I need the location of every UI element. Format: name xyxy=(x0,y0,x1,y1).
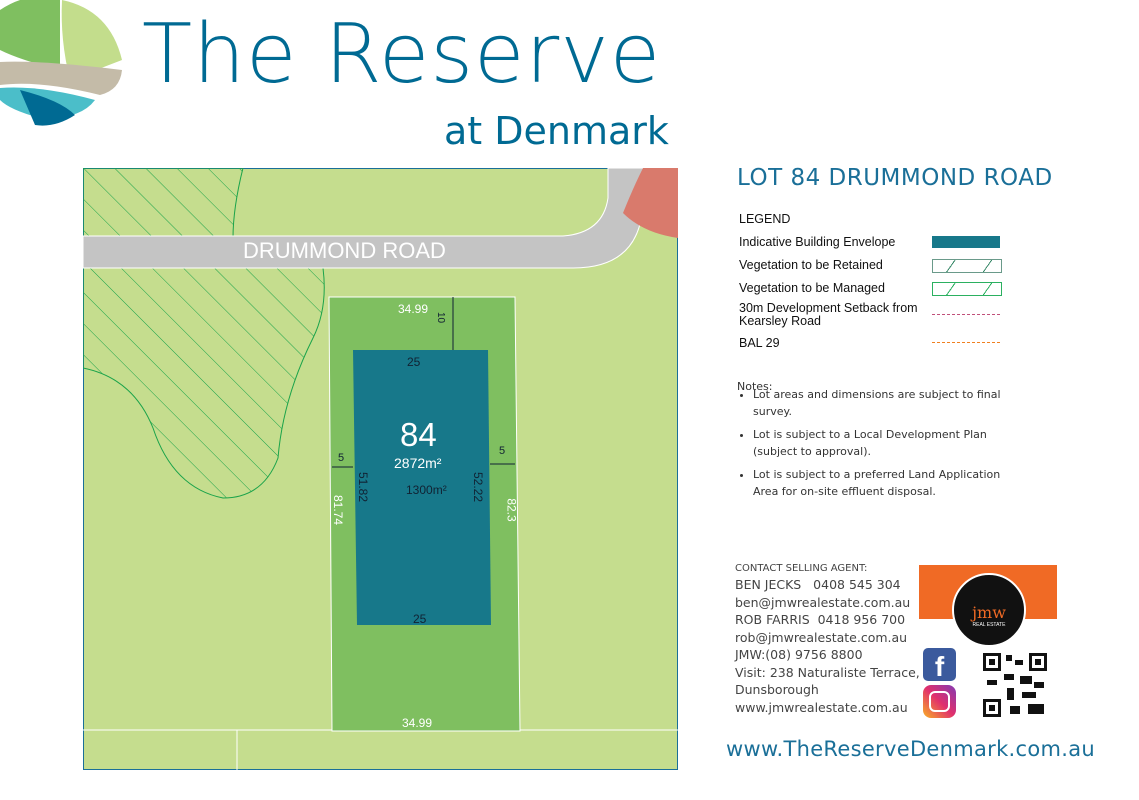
env-top: 25 xyxy=(407,355,421,369)
lot-number: 84 xyxy=(400,416,437,453)
legend-title: LEGEND xyxy=(739,212,791,226)
contact-block: CONTACT SELLING AGENT: BEN JECKS 0408 54… xyxy=(735,562,920,716)
agency-logo: jmw REAL ESTATE xyxy=(952,573,1026,647)
note-item: Lot areas and dimensions are subject to … xyxy=(753,386,1003,420)
legend-swatch-retained xyxy=(932,259,1002,273)
legend-label: 30m Development Setback from Kearsley Ro… xyxy=(739,301,918,328)
agent-ben: BEN JECKS 0408 545 304 xyxy=(735,577,901,592)
agency-logo-sub: REAL ESTATE xyxy=(972,622,1006,628)
legend-label: BAL 29 xyxy=(739,336,780,350)
legend-label: Vegetation to be Retained xyxy=(739,258,883,272)
address: Visit: 238 Naturaliste Terrace, xyxy=(735,664,920,680)
site-plan-map xyxy=(83,168,678,770)
agency-website-link[interactable]: www.jmwrealestate.com.au xyxy=(735,699,908,715)
note-item: Lot is subject to a Local Development Pl… xyxy=(753,426,1003,460)
env-bottom: 25 xyxy=(413,612,427,626)
legend-label: Vegetation to be Managed xyxy=(739,281,885,295)
building-envelope xyxy=(353,350,491,625)
email-ben-link[interactable]: ben@jmwrealestate.com.au xyxy=(735,594,911,610)
road-label: DRUMMOND ROAD xyxy=(243,238,446,263)
setback-front: 10 xyxy=(435,311,447,324)
note-item: Lot is subject to a preferred Land Appli… xyxy=(753,466,1003,500)
env-right: 52.22 xyxy=(471,471,486,503)
legend-swatch-managed xyxy=(932,282,1002,296)
email-rob-link[interactable]: rob@jmwrealestate.com.au xyxy=(735,629,908,645)
project-website-link[interactable]: www.TheReserveDenmark.com.au xyxy=(726,737,1096,761)
dim-bottom: 34.99 xyxy=(402,716,433,730)
logo-emblem-icon xyxy=(0,0,124,126)
contact-heading: CONTACT SELLING AGENT: xyxy=(735,563,868,574)
agency-logo-text: jmw xyxy=(972,603,1006,622)
lot-area: 2872m² xyxy=(394,455,442,471)
env-left: 51.82 xyxy=(356,471,371,503)
qr-code-icon[interactable] xyxy=(982,652,1048,718)
lot-title: LOT 84 DRUMMOND ROAD xyxy=(737,165,1053,191)
town: Dunsborough xyxy=(735,682,819,697)
instagram-icon[interactable] xyxy=(923,685,956,718)
logo-subtitle: at Denmark xyxy=(444,109,669,153)
legend-swatch-envelope xyxy=(932,236,1000,248)
legend-swatch-setback xyxy=(932,314,1000,315)
setback-right: 5 xyxy=(499,445,506,457)
logo-title: The Reserve xyxy=(142,7,662,102)
agent-rob: ROB FARRIS 0418 956 700 xyxy=(735,612,906,627)
notes-title: Notes: xyxy=(737,380,773,393)
office-phone: JMW:(08) 9756 8800 xyxy=(735,647,863,662)
envelope-area: 1300m² xyxy=(406,483,447,497)
dim-top: 34.99 xyxy=(398,302,429,316)
notes-list: Lot areas and dimensions are subject to … xyxy=(737,386,1003,506)
legend-label: Indicative Building Envelope xyxy=(739,235,896,249)
facebook-icon[interactable]: f xyxy=(923,648,956,682)
dim-right: 82.3 xyxy=(504,498,519,522)
setback-left: 5 xyxy=(338,452,345,464)
dim-left: 81.74 xyxy=(331,494,346,526)
legend-swatch-bal xyxy=(932,342,1000,343)
